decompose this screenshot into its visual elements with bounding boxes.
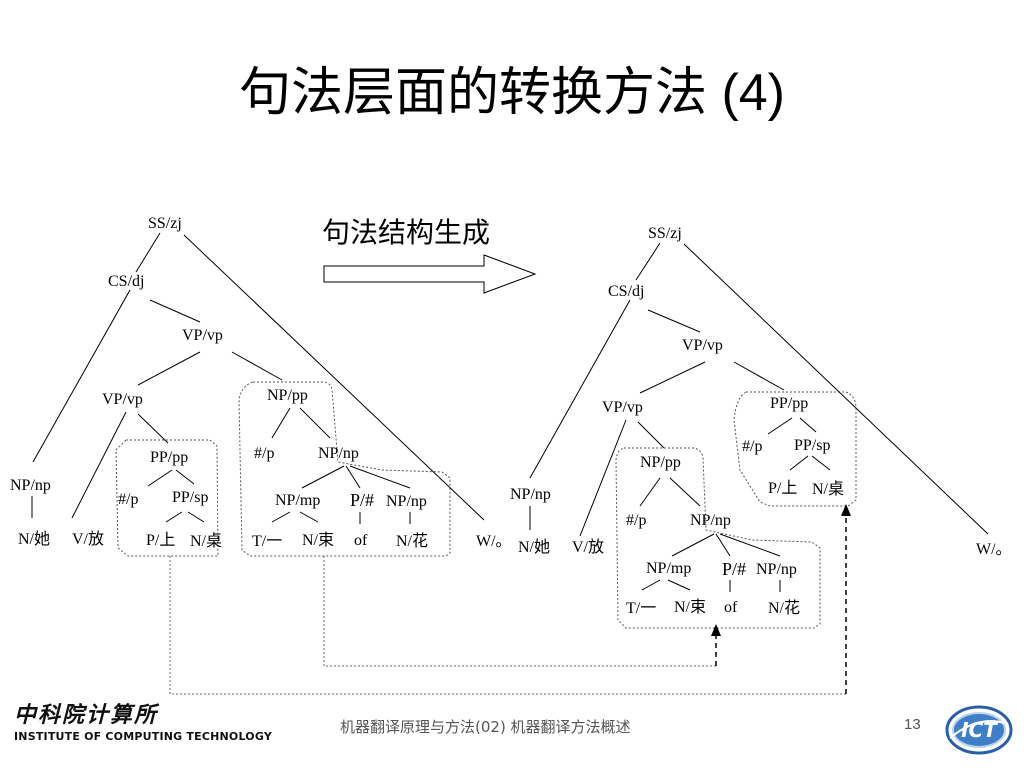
right-leaf-period: W/。 <box>976 541 1012 558</box>
right-node-np-np-flower: NP/np <box>756 561 797 578</box>
left-leaf-she: N/她 <box>18 530 50 548</box>
right-node-ss-zj: SS/zj <box>648 225 682 242</box>
right-node-hash-p-pp: #/p <box>742 438 762 455</box>
left-node-np-np-subject: NP/np <box>10 477 51 494</box>
left-tree-edges <box>31 232 485 524</box>
left-leaf-put: V/放 <box>72 530 104 548</box>
left-node-pp-pp: PP/pp <box>150 449 188 466</box>
left-node-p-hash: P/# <box>350 490 374 510</box>
left-node-vp-vp-lower: VP/vp <box>102 391 143 408</box>
right-node-np-np-object: NP/np <box>690 512 731 529</box>
left-leaf-one: T/一 <box>252 533 282 550</box>
left-leaf-on: P/上 <box>146 531 175 549</box>
right-leaf-she: N/她 <box>518 538 550 556</box>
right-node-vp-vp-upper: VP/vp <box>682 337 723 354</box>
left-node-hash-p-np: #/p <box>254 445 274 462</box>
left-pp-pp-group <box>115 439 219 557</box>
slide-title: 句法层面的转换方法 (4) <box>0 58 1024 128</box>
left-node-ss-zj: SS/zj <box>148 215 182 232</box>
right-tree-edges <box>529 242 989 592</box>
right-node-cs-dj: CS/dj <box>608 283 644 300</box>
right-leaf-bunch: N/束 <box>674 598 706 616</box>
ict-chinese-logo: 中科院计算所 INSTITUTE OF COMPUTING TECHNOLOGY <box>14 700 272 760</box>
title-suffix: (4) <box>707 64 785 122</box>
right-pp-pp-group <box>733 391 857 507</box>
right-node-np-mp: NP/mp <box>646 560 691 577</box>
left-node-pp-sp: PP/sp <box>172 489 208 506</box>
caption-label: 句法结构生成 <box>322 216 490 249</box>
right-node-np-np-subject: NP/np <box>510 486 551 503</box>
movement-connectors <box>169 504 851 695</box>
right-leaf-table: N/桌 <box>812 480 844 498</box>
left-leaf-of: of <box>354 532 368 549</box>
left-leaf-flower: N/花 <box>396 532 428 550</box>
ict-emblem-text: ICT <box>961 718 998 742</box>
left-node-cs-dj: CS/dj <box>108 273 144 290</box>
right-node-pp-sp: PP/sp <box>794 437 830 454</box>
right-node-pp-pp: PP/pp <box>770 395 808 412</box>
pp-pp-move-line <box>169 556 846 695</box>
page-number: 13 <box>904 716 921 733</box>
left-leaf-table: N/桌 <box>190 532 222 550</box>
transform-arrow <box>323 254 537 294</box>
left-node-np-np-object: NP/np <box>318 445 359 462</box>
left-np-pp-group <box>238 381 451 557</box>
left-node-vp-vp-upper: VP/vp <box>182 327 223 344</box>
logo-english-text: INSTITUTE OF COMPUTING TECHNOLOGY <box>14 730 272 743</box>
right-node-hash-p-np: #/p <box>626 512 646 529</box>
right-leaf-on: P/上 <box>768 479 797 497</box>
right-tree-labels: SS/zj CS/dj VP/vp VP/vp PP/pp #/p PP/sp … <box>510 225 1012 617</box>
title-main: 句法层面的转换方法 <box>238 63 707 123</box>
right-leaf-one: T/一 <box>626 600 656 617</box>
left-leaf-period: W/。 <box>476 533 512 550</box>
right-node-np-pp: NP/pp <box>640 454 681 471</box>
right-node-vp-vp-lower: VP/vp <box>602 399 643 416</box>
left-node-np-mp: NP/mp <box>275 492 320 509</box>
logo-chinese-text: 中科院计算所 <box>14 702 159 728</box>
footer-course-title: 机器翻译原理与方法(02) 机器翻译方法概述 <box>340 718 631 736</box>
left-node-hash-p-pp: #/p <box>118 491 138 508</box>
np-pp-move-line <box>323 556 716 667</box>
right-node-p-hash: P/# <box>722 559 746 579</box>
right-leaf-flower: N/花 <box>768 599 800 617</box>
left-leaf-bunch: N/束 <box>302 531 334 549</box>
left-node-np-np-flower: NP/np <box>386 493 427 510</box>
ict-emblem-logo: ICT <box>945 705 1013 755</box>
left-node-np-pp: NP/pp <box>267 387 308 404</box>
right-leaf-put: V/放 <box>572 538 604 556</box>
left-tree-labels: SS/zj CS/dj VP/vp VP/vp NP/pp PP/pp NP/n… <box>10 215 512 550</box>
right-leaf-of: of <box>724 599 738 616</box>
right-np-pp-group <box>615 447 821 629</box>
